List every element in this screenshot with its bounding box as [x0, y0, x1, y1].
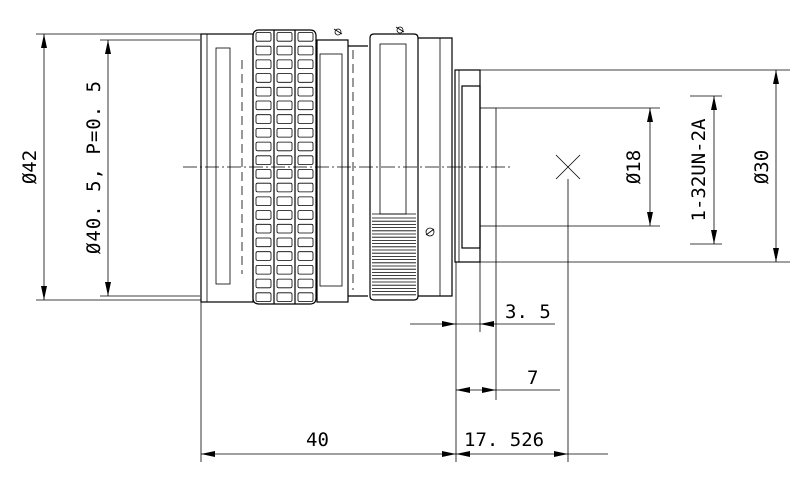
dim-flange-diameter: Ø30: [751, 150, 773, 184]
knurl-cell: [297, 45, 314, 56]
knurl-cell: [276, 251, 293, 261]
knurl-cell: [255, 86, 272, 97]
knurl-cell: [297, 114, 314, 124]
knurl-cell: [297, 210, 314, 220]
knurl-cell: [255, 182, 272, 193]
knurl-cell: [276, 86, 293, 97]
front-barrel: [200, 33, 254, 303]
knurl-cell: [255, 292, 272, 302]
knurl-cell: [297, 155, 314, 165]
dim-back-focus: 17. 526: [464, 429, 544, 451]
dimension-lines: [41, 34, 779, 457]
knurl-cell: [255, 100, 272, 111]
knurl-cell: [276, 59, 293, 70]
knurl-cell: [297, 169, 314, 179]
dim-mount-thread: 1-32UN-2A: [688, 118, 710, 222]
knurl-cell: [297, 264, 314, 275]
knurl-cell: [276, 141, 293, 152]
extension-lines: [36, 33, 790, 462]
knurl-cell: [255, 237, 272, 248]
knurl-cell: [255, 251, 272, 261]
knurl-cell: [276, 264, 293, 275]
dim-body-length: 40: [306, 429, 329, 451]
knurl-cell: [297, 292, 314, 302]
knurl-cell: [255, 127, 272, 138]
knurl-cell: [255, 169, 272, 179]
knurl-cell: [255, 155, 272, 165]
knurl-cell: [297, 127, 314, 138]
knurl-cell: [297, 237, 314, 248]
knurl-cell: [276, 182, 293, 193]
knurl-cell: [255, 114, 272, 124]
knurl-cell: [276, 100, 293, 111]
dim-flange-step: 3. 5: [505, 301, 551, 323]
knurl-cell: [276, 223, 293, 234]
mid-barrel: [316, 39, 349, 303]
knurl-cell: [255, 32, 272, 42]
knurl-cell: [276, 278, 293, 289]
knurl-cell: [255, 278, 272, 289]
knurl-cell: [255, 59, 272, 70]
knurl-cell: [297, 182, 314, 193]
knurl-cell: [276, 32, 293, 42]
focus-ring-knurl: [252, 29, 317, 305]
dimension-labels: Ø42 Ø40. 5, P=0. 5 Ø18 1-32UN-2A Ø30 3. …: [19, 80, 773, 451]
knurl-cell: [276, 73, 293, 83]
knurl-cell: [276, 45, 293, 56]
knurl-cell: [276, 237, 293, 248]
knurl-cell: [297, 32, 314, 42]
knurl-cell: [276, 155, 293, 165]
knurl-cell: [297, 278, 314, 289]
screw-slot-icon: [333, 26, 435, 237]
knurl-cell: [276, 127, 293, 138]
knurl-cell: [276, 210, 293, 220]
knurl-cell: [276, 196, 293, 206]
lens-body: [200, 26, 497, 305]
dim-outer-diameter: Ø42: [19, 150, 41, 184]
knurl-cell: [255, 223, 272, 234]
knurl-cell: [297, 223, 314, 234]
knurl-cell: [297, 100, 314, 111]
iris-ring-knurl: [372, 217, 416, 296]
dim-mount-diameter: Ø18: [623, 150, 645, 184]
knurl-cell: [276, 292, 293, 302]
dim-filter-thread: Ø40. 5, P=0. 5: [83, 80, 105, 254]
knurl-cell: [255, 73, 272, 83]
knurl-cell: [255, 264, 272, 275]
knurl-cell: [297, 86, 314, 97]
knurl-cell: [255, 45, 272, 56]
knurl-cell: [297, 196, 314, 206]
knurl-cell: [297, 59, 314, 70]
knurl-cell: [297, 141, 314, 152]
knurl-cell: [276, 169, 293, 179]
dim-mount-depth: 7: [527, 367, 538, 389]
knurl-cell: [255, 210, 272, 220]
focal-point-cross: [555, 154, 581, 180]
knurl-cell: [255, 141, 272, 152]
knurl-cell: [297, 251, 314, 261]
knurl-cell: [276, 114, 293, 124]
knurl-cell: [297, 73, 314, 83]
knurl-cell: [255, 196, 272, 206]
